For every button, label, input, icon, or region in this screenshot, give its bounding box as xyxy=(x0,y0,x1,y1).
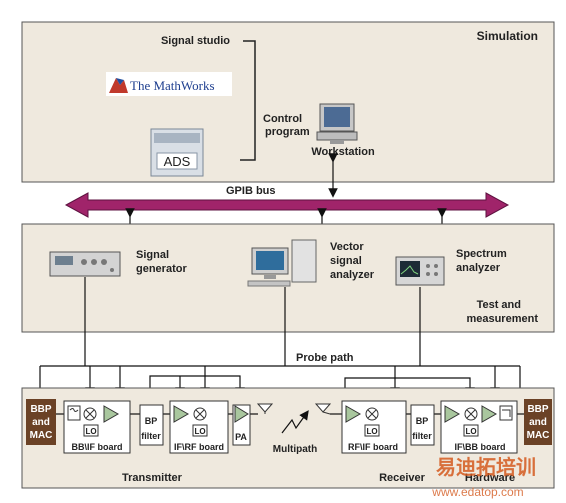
bbp-right-2: and xyxy=(529,417,547,428)
bp-filter-1-label-2: filter xyxy=(141,431,161,441)
watermark-url: www.edatop.com xyxy=(431,485,523,499)
ads-software-box: ADS xyxy=(150,128,204,177)
signal-generator-label-2: generator xyxy=(136,263,187,275)
simulation-label: Simulation xyxy=(477,29,538,43)
test-panel xyxy=(21,223,555,333)
lo-label-2: LO xyxy=(194,427,205,436)
bbp-mac-right-block xyxy=(524,399,552,445)
gpib-bus xyxy=(64,192,510,218)
lo-label-4: LO xyxy=(465,427,476,436)
workstation-icon xyxy=(316,103,358,144)
control-bracket xyxy=(240,40,256,161)
watermark-text: 易迪拓培训 xyxy=(436,455,536,479)
bbp-right-3: MAC xyxy=(527,430,550,441)
bbp-mac-left-block xyxy=(26,399,56,445)
if-bb-label: IF\BB board xyxy=(455,442,506,452)
probe-path-label: Probe path xyxy=(296,352,354,364)
gpib-bus-label: GPIB bus xyxy=(226,185,276,197)
vsa-label-2: signal xyxy=(330,255,362,267)
probe-path-lines xyxy=(39,277,521,397)
vsa-label-1: Vector xyxy=(330,241,364,253)
hardware-label: Hardware xyxy=(465,472,515,484)
bbp-right-1: BBP xyxy=(527,404,548,415)
transmitter-label: Transmitter xyxy=(122,472,183,484)
bbp-left-3: MAC xyxy=(30,430,53,441)
bbp-left-1: BBP xyxy=(30,404,51,415)
signal-generator-icon xyxy=(49,251,121,277)
bbp-left-2: and xyxy=(32,417,50,428)
receiver-label: Receiver xyxy=(379,472,426,484)
lo-label-1: LO xyxy=(85,427,96,436)
multipath-arrow xyxy=(281,410,309,434)
if-rf-board xyxy=(169,400,229,454)
vsa-icon xyxy=(247,239,317,287)
if-bb-board xyxy=(440,400,518,454)
if-rf-label: IF\RF board xyxy=(174,442,224,452)
test-label-2: measurement xyxy=(466,313,538,325)
bp-filter-2 xyxy=(410,404,435,446)
rf-if-label: RF\IF board xyxy=(348,442,398,452)
simulation-panel xyxy=(21,21,555,183)
bp-filter-1 xyxy=(139,404,164,446)
lo-label-3: LO xyxy=(366,427,377,436)
pa-block xyxy=(232,404,251,446)
mathworks-logo: The MathWorks xyxy=(106,72,232,96)
mathworks-text: The MathWorks xyxy=(130,78,215,93)
spectrum-analyzer-label-1: Spectrum xyxy=(456,248,507,260)
rf-if-board xyxy=(341,400,407,454)
ads-text: ADS xyxy=(164,154,191,169)
tx-antenna xyxy=(256,403,274,414)
multipath-label: Multipath xyxy=(273,444,317,455)
spectrum-analyzer-label-2: analyzer xyxy=(456,262,501,274)
signal-studio-label: Signal studio xyxy=(161,35,230,47)
bp-filter-2-label-2: filter xyxy=(412,431,432,441)
control-label: Control xyxy=(263,113,302,125)
rx-antenna xyxy=(314,403,332,415)
program-label: program xyxy=(265,126,310,138)
bb-if-board xyxy=(63,400,131,454)
bb-if-label: BB\IF board xyxy=(72,442,123,452)
workstation-label: Workstation xyxy=(311,146,375,158)
test-label-1: Test and xyxy=(477,299,521,311)
pa-label: PA xyxy=(235,432,247,442)
bp-filter-1-label-1: BP xyxy=(145,416,158,426)
vsa-label-3: analyzer xyxy=(330,269,375,281)
signal-generator-label-1: Signal xyxy=(136,249,169,261)
spectrum-analyzer-icon xyxy=(395,256,445,286)
bp-filter-2-label-1: BP xyxy=(416,416,429,426)
